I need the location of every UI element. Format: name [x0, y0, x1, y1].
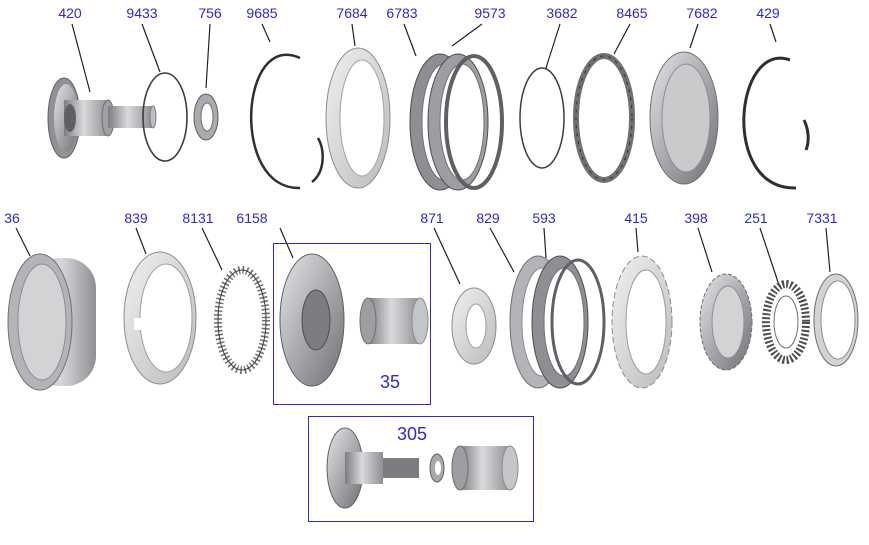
- leader-lines: [15, 23, 831, 285]
- label-756: 756: [198, 5, 222, 21]
- part-35-sleeve: [359, 297, 429, 345]
- label-7684: 7684: [336, 5, 368, 21]
- part-9685-snap-ring: [250, 53, 324, 190]
- label-7331: 7331: [806, 210, 838, 226]
- part-8131-spring: [214, 266, 270, 374]
- part-398-ring: [699, 273, 753, 371]
- part-420-drum: [47, 77, 157, 159]
- label-9685: 9685: [246, 5, 278, 21]
- part-429-snap-ring: [742, 56, 810, 190]
- label-829: 829: [476, 210, 500, 226]
- part-7331-ring: [813, 273, 859, 367]
- label-8465: 8465: [616, 5, 648, 21]
- label-3682: 3682: [546, 5, 578, 21]
- label-398: 398: [684, 210, 708, 226]
- part-9433-snap-ring: [142, 72, 188, 162]
- part-3682-ring: [519, 67, 565, 169]
- part-8465-thrust-bearing: [573, 53, 635, 183]
- part-305-shaft-assembly: [326, 427, 519, 509]
- part-415-plate: [611, 255, 673, 389]
- label-415: 415: [624, 210, 648, 226]
- part-6783-9573-clutch-pack: [409, 53, 504, 191]
- part-251-bearing: [762, 280, 810, 364]
- part-871-washer: [451, 287, 497, 365]
- label-305: 305: [396, 424, 428, 444]
- label-839: 839: [124, 210, 148, 226]
- label-8131: 8131: [182, 210, 214, 226]
- part-829-593-plates: [509, 255, 606, 389]
- label-429: 429: [756, 5, 780, 21]
- label-593: 593: [532, 210, 556, 226]
- part-7684-ring: [325, 47, 391, 189]
- label-7682: 7682: [686, 5, 718, 21]
- part-6158-piston: [279, 253, 345, 387]
- label-36: 36: [4, 210, 20, 226]
- label-9573: 9573: [474, 5, 506, 21]
- label-35: 35: [379, 372, 401, 392]
- label-6783: 6783: [386, 5, 418, 21]
- label-9433: 9433: [126, 5, 158, 21]
- label-871: 871: [420, 210, 444, 226]
- label-251: 251: [744, 210, 768, 226]
- label-6158: 6158: [236, 210, 268, 226]
- inset-box-35: [273, 243, 431, 405]
- part-7682-ring: [649, 51, 719, 185]
- inset-box-305: [308, 416, 534, 522]
- part-36-housing: [7, 253, 96, 391]
- label-420: 420: [58, 5, 82, 21]
- part-839-drum: [123, 251, 197, 385]
- part-756-washer: [193, 93, 219, 141]
